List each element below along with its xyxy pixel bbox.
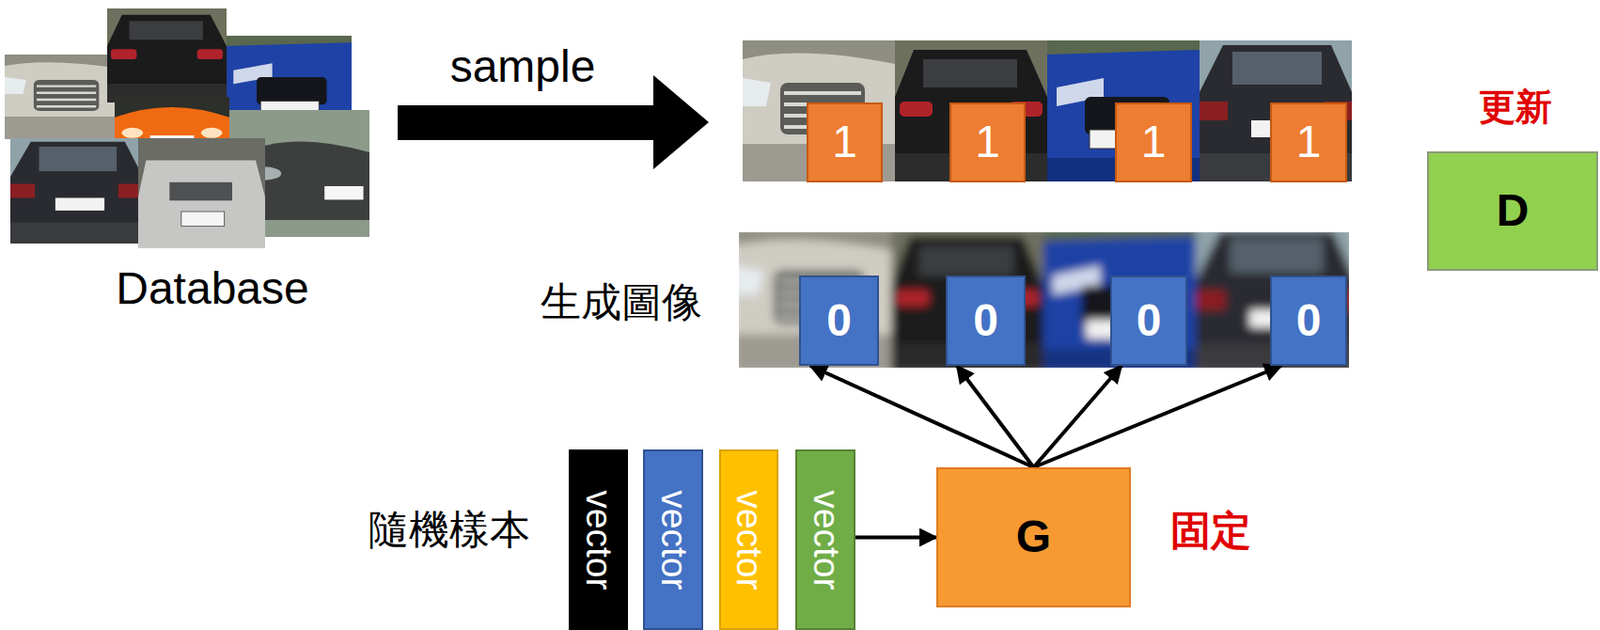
row-label: 隨機樣本 xyxy=(368,507,531,552)
fake-label-box: 0 xyxy=(945,275,1026,366)
real-label-box: 1 xyxy=(1270,102,1348,183)
real-label-box: 1 xyxy=(806,102,883,183)
connector-arrow xyxy=(956,365,1035,468)
connector-arrow xyxy=(855,535,937,540)
node-text: 0 xyxy=(1136,296,1162,346)
node-text: 0 xyxy=(826,296,852,346)
node-text: 0 xyxy=(972,296,999,346)
real-label-box: 1 xyxy=(1114,102,1193,183)
node-text: G xyxy=(1016,512,1051,563)
caption-label: Database xyxy=(115,264,309,314)
generator-box: G xyxy=(936,467,1131,608)
real-images xyxy=(742,40,1352,182)
real-label-box: 1 xyxy=(949,102,1026,183)
node-text: 1 xyxy=(831,117,858,168)
edge-label: sample xyxy=(450,42,597,93)
node-text: D xyxy=(1496,186,1530,236)
node-text: 1 xyxy=(974,117,1001,168)
connector-arrow xyxy=(1034,365,1123,468)
fake-label-box: 0 xyxy=(1270,275,1348,366)
discriminator-box: D xyxy=(1427,151,1599,271)
status-label: 更新 xyxy=(1478,87,1553,128)
generated-images xyxy=(733,226,1355,374)
node-text: vector xyxy=(805,489,847,590)
row-label: 生成圖像 xyxy=(540,280,703,325)
vector-bar: vector xyxy=(795,449,856,630)
vector-bar: vector xyxy=(719,449,779,630)
node-text: 1 xyxy=(1141,117,1167,168)
fake-label-box: 0 xyxy=(799,275,879,366)
node-text: 1 xyxy=(1296,117,1322,168)
connector-arrow xyxy=(1034,365,1283,468)
database-collage xyxy=(4,8,370,249)
node-text: vector xyxy=(728,489,769,590)
node-text: 0 xyxy=(1296,296,1322,346)
fake-label-box: 0 xyxy=(1110,275,1188,366)
node-text: vector xyxy=(578,489,619,590)
vector-bar: vector xyxy=(568,449,628,630)
status-label: 固定 xyxy=(1170,508,1252,553)
vector-bar: vector xyxy=(643,449,704,630)
node-text: vector xyxy=(653,489,694,590)
